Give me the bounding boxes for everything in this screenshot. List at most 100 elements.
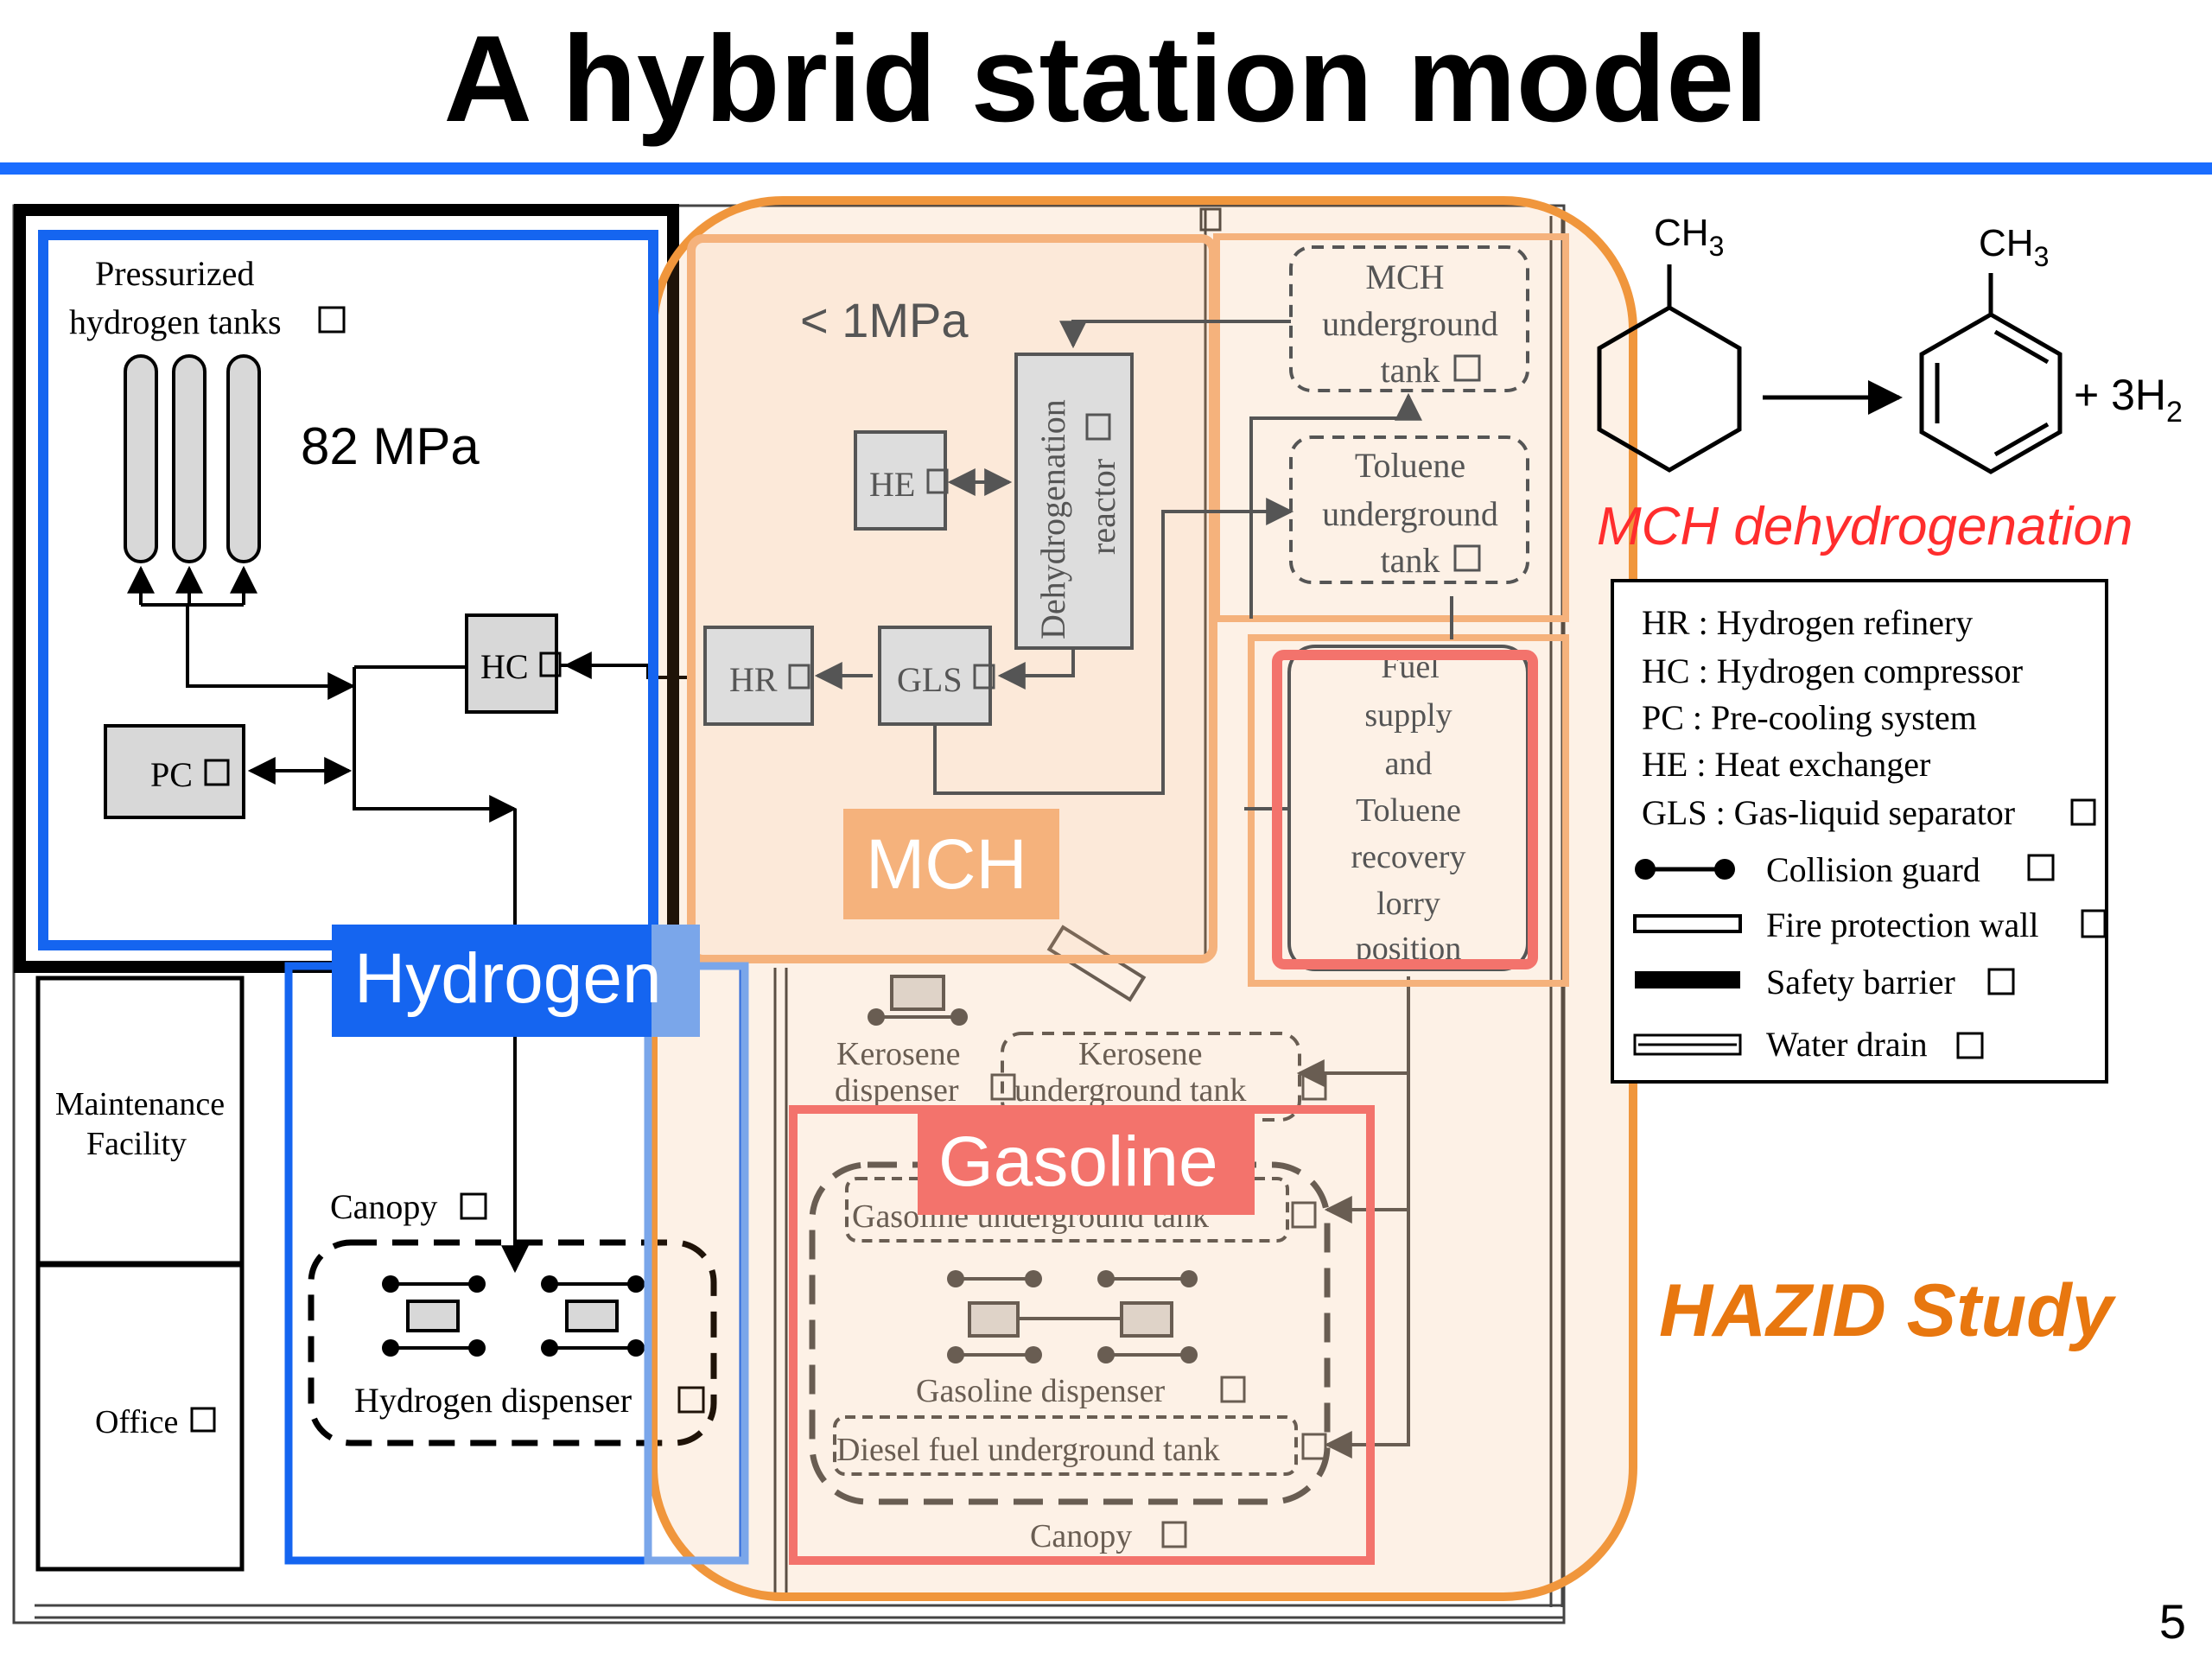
office: Office (35, 1262, 245, 1572)
legend-water-drain: Water drain (1766, 1025, 1928, 1064)
kerosene-tank-label-2: underground tank (1014, 1072, 1246, 1109)
lorry-position: Fuel supply and Toluene recovery lorry p… (1287, 645, 1529, 971)
tanks-box-icon (318, 306, 346, 334)
legend-box-icon (1987, 968, 2015, 995)
kerosene-dispenser-box-icon (990, 1073, 1016, 1101)
he-label: HE (869, 465, 915, 504)
mch-pressure: < 1MPa (800, 293, 969, 347)
gasoline-canopy-box-icon (1161, 1521, 1187, 1548)
kerosene-tank-label-1: Kerosene (1078, 1036, 1202, 1072)
gasoline-dispenser-box-icon (1220, 1376, 1246, 1403)
tanks-label-2: hydrogen tanks (69, 302, 282, 341)
diesel-tank-label: Diesel fuel underground tank (836, 1432, 1220, 1468)
reaction-diagram: CH3 CH3 + 3H2 MCH dehydrogenation (1597, 212, 2183, 556)
legend-box-icon (2070, 798, 2096, 826)
hc-label: HC (480, 647, 529, 686)
collision-guard-icon (1635, 859, 1735, 880)
hydrogen-tank (226, 354, 261, 563)
reactor-box-icon (1085, 413, 1111, 441)
kerosene-dispenser: Kerosene dispenser (835, 975, 1016, 1109)
legend-box-icon (2081, 909, 2107, 938)
hydrogen-canopy-label: Canopy (330, 1187, 437, 1226)
mch-tank-region (1213, 233, 1569, 622)
hydrogen-compressor: HC (465, 613, 622, 714)
kerosene-tank-arrow (1046, 925, 1147, 1002)
mch-tank-label-3: tank (1381, 351, 1440, 390)
gasoline-dispenser-label: Gasoline dispenser (916, 1373, 1165, 1409)
pressurized-tanks: Pressurized hydrogen tanks 82 MPa (69, 254, 480, 700)
legend-collision-guard: Collision guard (1766, 850, 1980, 889)
office-box-icon (190, 1407, 216, 1433)
reactor-label-1: Dehydrogenation (1033, 399, 1072, 639)
mch-label-text: MCH (866, 825, 1027, 904)
legend-item: HR : Hydrogen refinery (1642, 603, 1973, 642)
toluene-tank-label-2: underground (1322, 494, 1498, 533)
hr-label: HR (729, 660, 778, 699)
pc-label: PC (150, 755, 193, 794)
hydrogen-dispenser-label: Hydrogen dispenser (354, 1381, 632, 1420)
hydrogen-refinery: HR (703, 626, 814, 726)
gasoline-canopy-label: Canopy (1030, 1518, 1132, 1554)
lorry-label-2: supply (1364, 697, 1452, 734)
mch-tank-label-1: MCH (1365, 257, 1444, 296)
reactor-label-2: reactor (1084, 459, 1122, 555)
legend-fire-wall: Fire protection wall (1766, 906, 2038, 944)
office-label: Office (95, 1404, 178, 1440)
legend-box-icon (1956, 1032, 1984, 1059)
gasoline-dispensers (947, 1270, 1198, 1363)
hydrogen-product: + 3H2 (2074, 371, 2183, 429)
water-drain-icon (1633, 1033, 1742, 1056)
hydrogen-upper-box (38, 230, 658, 950)
toluene-tank-label-3: tank (1381, 541, 1440, 580)
gasoline-tank-box-icon (1291, 1201, 1317, 1229)
hydrogen-label: Hydrogen (332, 925, 700, 1037)
gasoline-label: Gasoline (918, 1109, 1255, 1215)
gasoline-label-text: Gasoline (938, 1122, 1218, 1201)
gasoline-canopy: Gasoline underground tank Gasoline dispe… (809, 1161, 1331, 1554)
hydrogen-label-text: Hydrogen (354, 939, 662, 1018)
toluene-ring (1919, 312, 2063, 474)
page-number: 5 (2159, 1594, 2186, 1649)
dehydrogenation-reactor: Dehydrogenation reactor (1014, 353, 1134, 650)
pre-cooling-system: PC (104, 724, 245, 819)
hr-box-icon (788, 664, 810, 690)
safety-barrier-icon (1635, 971, 1740, 988)
maintenance-facility-label-1: Maintenance (55, 1086, 225, 1122)
hydrogen-dispenser-unit (541, 1275, 645, 1357)
mch-tank-label-2: underground (1322, 304, 1498, 343)
gls-box-icon (973, 664, 995, 690)
lorry-label-3: and (1385, 746, 1433, 782)
hazid-study-label: HAZID Study (1659, 1269, 2117, 1352)
maintenance-facility-label-2: Facility (86, 1126, 187, 1162)
title-divider (0, 162, 2212, 175)
pc-box-icon (204, 759, 230, 786)
toluene-underground-tank: Toluene underground tank (1289, 435, 1529, 584)
toluene-tank-box-icon (1453, 544, 1481, 572)
maintenance-facility: Maintenance Facility (35, 976, 245, 1266)
canopy-box-icon (460, 1192, 487, 1220)
lorry-label-5: recovery (1351, 839, 1466, 875)
mch-tank-box-icon (1453, 354, 1481, 382)
legend-box-icon (2027, 854, 2055, 881)
hydrogen-tank (172, 354, 207, 563)
legend-item: HE : Heat exchanger (1642, 745, 1930, 784)
dispenser-box-icon (677, 1386, 705, 1414)
hydrogen-tank (124, 354, 158, 563)
legend-item: HC : Hydrogen compressor (1642, 652, 2023, 690)
he-box-icon (926, 468, 949, 494)
tanks-label-1: Pressurized (95, 254, 254, 293)
hydrogen-dispenser-unit (382, 1275, 486, 1357)
lorry-red-region (1272, 650, 1538, 969)
legend-item: PC : Pre-cooling system (1642, 698, 1977, 737)
lorry-label-6: lorry (1376, 886, 1440, 922)
legend-item: GLS : Gas-liquid separator (1642, 793, 2015, 832)
mch-label: MCH (843, 809, 1059, 919)
lorry-label-4: Toluene (1356, 792, 1461, 829)
kerosene-dispenser-label-1: Kerosene (836, 1036, 960, 1072)
heat-exchanger: HE (854, 430, 1013, 531)
slide-title: A hybrid station model (443, 10, 1768, 148)
legend: HR : Hydrogen refinery HC : Hydrogen com… (1611, 579, 2108, 1084)
gls-label: GLS (897, 660, 963, 699)
mch-dehydrogenation-caption: MCH dehydrogenation (1597, 497, 2133, 556)
